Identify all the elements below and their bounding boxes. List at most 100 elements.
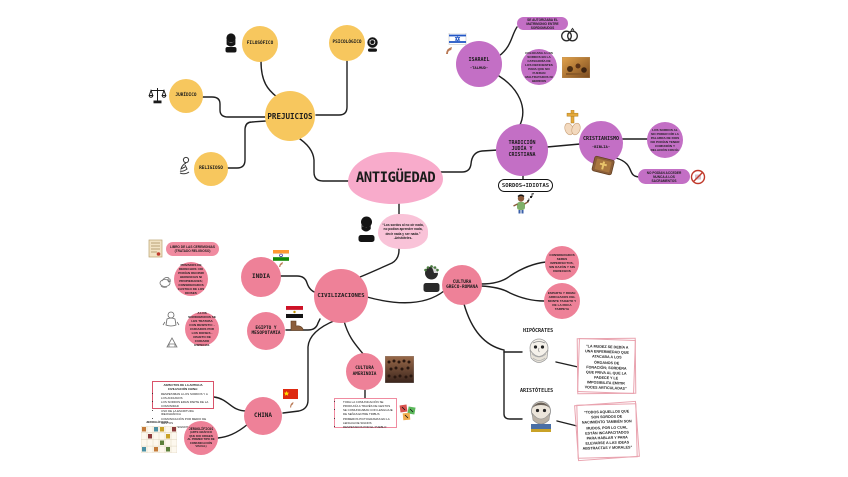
edge-psicologico xyxy=(315,60,348,116)
node-isarael[interactable]: ISARAEL -TALMUD- xyxy=(456,41,502,87)
india-book-text: LIBRO DE LAS CEREMONIAS (TRATADO RELIGIO… xyxy=(170,244,215,253)
isarael-detail-circle[interactable]: COLOCABA A LOS SORDOS EN LA CATEGORÍA DE… xyxy=(521,49,557,85)
jeroglificos-sub: (ARTE GRÁFICO QUE DIO ORIGEN AL PRIMER T… xyxy=(187,429,215,449)
greco-label: CULTURA GRECO-ROMANA xyxy=(446,279,478,290)
amerindia-mural-photo xyxy=(384,355,415,388)
cristianismo-detail-circle[interactable]: LOS SORDOS AL NO PODER OÍR LA PALABRA DE… xyxy=(647,122,683,158)
jeroglificos-label: JEROGLÍFICOS xyxy=(188,426,214,431)
node-civilizaciones[interactable]: CIVILIZACIONES xyxy=(314,269,368,323)
node-egipto[interactable]: EGIPTO Y MESOPOTAMIA xyxy=(247,312,285,350)
edge-religioso xyxy=(226,120,267,169)
india-flag-icon xyxy=(272,250,290,273)
edge-greco-trunk xyxy=(463,303,523,420)
node-tradicion[interactable]: TRADICIÓN JUDÍA Y CRISTIANA xyxy=(496,124,548,176)
israel-flag-icon xyxy=(444,32,468,60)
node-filosofico[interactable]: FILOSÓFICO xyxy=(242,26,278,62)
isarael-marriage-text: SE AUTORIZABA EL MATRIMONIO ENTRE SORDOM… xyxy=(526,17,559,30)
egipto-detail-text: A LOS SORDOMUDOS SE LES TRATABA CON RESP… xyxy=(188,310,216,348)
amerindia-box-item: RESPETADOS POR EL PUEBLO xyxy=(343,425,393,430)
boot-icon xyxy=(289,318,304,336)
egipto-label: EGIPTO Y MESOPOTAMIA xyxy=(251,325,281,336)
edge-civ-greco xyxy=(366,290,445,304)
india-detail-circle[interactable]: PRIVADOS DE DERECHOS: NO PODÍAN RECIBIR … xyxy=(174,262,208,296)
china-flag-icon xyxy=(282,389,299,413)
china-box-item: LOS SORDOS ERAN PARTE DE LA COMUNIDAD xyxy=(161,400,210,409)
node-india[interactable]: INDIA xyxy=(241,257,281,297)
edge-isarael-pill xyxy=(498,26,518,57)
wedding-rings-icon xyxy=(559,27,580,49)
aristoteles-quote-text: “TODOS AQUELLOS QUE SON SORDOS DE NACIMI… xyxy=(581,409,633,451)
dove-sketch-icon xyxy=(157,274,173,295)
cristianismo-sublabel: -BIBLIA- xyxy=(591,143,611,149)
amerindia-box-item: SE COMUNICABAN CON LENGUAJE DE SEÑAS ENT… xyxy=(343,408,393,417)
node-religioso[interactable]: RELIGIOSO xyxy=(194,152,228,186)
china-box-item: USO DE LA ESCRITURA IDEOGRÁFICA xyxy=(161,409,210,418)
amerindia-facts-box[interactable]: TODA LA COMUNICACIÓN SE PRODUCÍA A TRAVÉ… xyxy=(334,398,397,430)
edge-civ-china xyxy=(282,319,337,414)
node-greco-romana[interactable]: CULTURA GRECO-ROMANA xyxy=(442,265,482,305)
bible-icon xyxy=(590,155,616,183)
edge-china-jeroglificos xyxy=(217,423,249,439)
root-label: ANTIGÜEDAD xyxy=(355,170,436,186)
psychology-head-icon xyxy=(364,36,381,58)
china-box-item: PRIMEROS SIGNOS MANUALES xyxy=(161,425,210,430)
codex-pictograms-icon xyxy=(399,403,417,427)
root-node-antiguedad[interactable]: ANTIGÜEDAD xyxy=(348,152,443,204)
node-juridico[interactable]: JURÍDICO xyxy=(169,79,203,113)
edge-civ-india xyxy=(280,275,319,294)
edge-hipocrates-note xyxy=(555,361,579,368)
jeroglificos-circle[interactable]: JEROGLÍFICOS (ARTE GRÁFICO QUE DIO ORIGE… xyxy=(184,421,218,455)
cristianismo-label: CRISTIANISMO xyxy=(582,136,620,143)
greco-detail-b-circle[interactable]: ESPARTA Y ROMA: ARROJADOS DEL MONTE TAIG… xyxy=(544,283,580,319)
china-facts-box[interactable]: ASPECTOS DE LA ANTIGUA CIVILIZACIÓN CHIN… xyxy=(152,381,214,429)
india-label: INDIA xyxy=(251,272,271,280)
amerindia-label: CULTURA AMERINDIA xyxy=(352,366,377,377)
egipto-detail-circle[interactable]: A LOS SORDOMUDOS SE LES TRATABA CON RESP… xyxy=(185,310,219,348)
india-book-note[interactable]: LIBRO DE LAS CEREMONIAS (TRATADO RELIGIO… xyxy=(166,242,219,256)
prohibited-icon xyxy=(690,169,706,190)
china-box-item: RESPETABAN A LOS SORDOS Y A LOS ANCIANOS xyxy=(161,392,210,401)
greco-detail-a-circle[interactable]: CONSIDERADOS SERES IMPERFECTOS, SIN RAZÓ… xyxy=(545,246,579,280)
node-psicologico[interactable]: PSICOLÓGICO xyxy=(329,25,365,61)
hipocrates-label: HIPÓCRATES xyxy=(523,328,554,334)
amerindia-box-item: PRIMEROS PICTOGRAMAS EN LA LENGUA DE SIG… xyxy=(343,417,393,426)
sacraments-ban-text: NO PODÍAN ACCEDER NUNCA A LOS SACRAMENTO… xyxy=(646,170,682,183)
cristianismo-detail-text: LOS SORDOS AL NO PODER OÍR LA PALABRA DE… xyxy=(650,127,680,153)
aristotle-bust-icon xyxy=(357,215,376,248)
hieroglyph-sketch-icon xyxy=(165,336,179,354)
node-prejuicios[interactable]: PREJUICIOS xyxy=(265,91,315,141)
edge-greco-detail-a xyxy=(480,261,547,285)
scribe-sketch-icon xyxy=(161,310,181,333)
edge-prejuicios-root xyxy=(296,136,352,182)
edge-tradicion-isarael xyxy=(498,75,524,128)
edge-civ-amerindia xyxy=(343,320,365,356)
sacraments-ban-pill[interactable]: NO PODÍAN ACCEDER NUNCA A LOS SACRAMENTO… xyxy=(638,169,690,184)
node-amerindia[interactable]: CULTURA AMERINDIA xyxy=(346,353,383,390)
root-quote-bubble[interactable]: “Los sordos al no oír nada, no podían ap… xyxy=(378,214,428,249)
china-box-item: COMUNICACIÓN POR MEDIO DE GESTOS xyxy=(161,417,210,426)
signing-person-icon xyxy=(510,193,536,219)
tradicion-label: TRADICIÓN JUDÍA Y CRISTIANA xyxy=(508,140,536,158)
isarael-marriage-note[interactable]: SE AUTORIZABA EL MATRIMONIO ENTRE SORDOM… xyxy=(517,17,568,30)
aristoteles-quote-note[interactable]: “TODOS AQUELLOS QUE SON SORDOS DE NACIMI… xyxy=(576,403,638,459)
juridico-label: JURÍDICO xyxy=(175,93,197,99)
talmud-painting-thumbnail xyxy=(561,56,591,83)
edge-juridico xyxy=(201,96,267,118)
hieroglyph-grid-image xyxy=(140,425,178,458)
hipocrates-quote-note[interactable]: “LA MUDEZ SE DEBÍA A UNA ENFERMEDAD QUE … xyxy=(577,338,636,394)
india-detail-text: PRIVADOS DE DERECHOS: NO PODÍAN RECIBIR … xyxy=(177,262,205,296)
aristoteles-portrait xyxy=(524,398,558,440)
edge-filosofico xyxy=(260,60,278,98)
cross-hands-icon xyxy=(563,109,582,141)
edge-aristoteles-note xyxy=(556,420,578,427)
isarael-detail-text: COLOCABA A LOS SORDOS EN LA CATEGORÍA DE… xyxy=(525,50,553,84)
sordos-idiotas-pill[interactable]: SORDOS→IDIOTAS xyxy=(498,179,553,192)
quote-author: -Aristóteles- xyxy=(393,235,413,240)
hieroglyph-grid-caption: JEROGLÍFICOS xyxy=(146,420,169,424)
psicologico-label: PSICOLÓGICO xyxy=(332,40,362,46)
philosopher-icon xyxy=(222,32,240,58)
scales-icon xyxy=(148,86,167,110)
node-china[interactable]: CHINA xyxy=(244,397,282,435)
edge-tradicion-cristianismo xyxy=(546,143,581,148)
